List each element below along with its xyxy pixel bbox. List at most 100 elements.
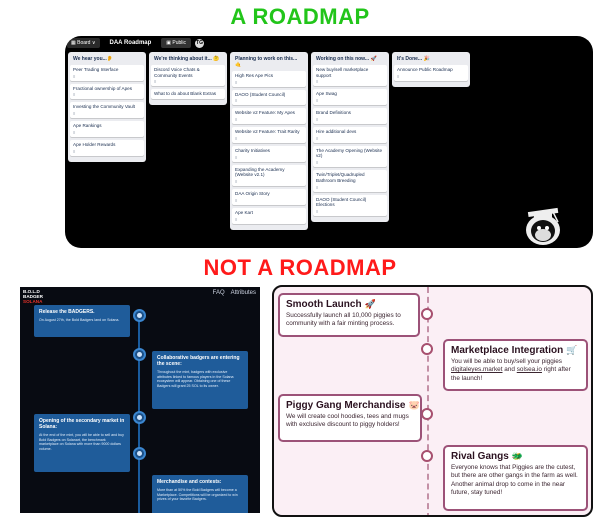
board-view-button[interactable]: ▦ Board ∨ [67,38,100,48]
list-card[interactable]: Ape Holder Rewards≡ [70,139,144,156]
list-card[interactable]: Expanding the Academy (Website v2.1)≡ [232,164,306,187]
roadmap-heading: A ROADMAP [230,4,370,29]
list-card[interactable]: DAA Origin Story≡ [232,189,306,205]
pig-icon: 🐷 [408,400,420,410]
card-text: We will create cool hoodies, tees and mu… [286,413,409,429]
top-nav: FAQ Attributes [213,290,256,296]
milestone-card: Marketplace Integration🛒 You will be abl… [443,339,588,391]
timeline-node [133,447,146,460]
description-icon: ≡ [235,154,238,160]
list-card[interactable]: High Res Ape Pics≡ [232,71,306,87]
list-card[interactable]: Ape Swag≡ [313,89,387,106]
card-label: DAOO (Student Council) Elections [316,196,367,208]
timeline-node [421,408,433,420]
list-card[interactable]: Ape Rankings≡ [70,121,144,137]
list-card[interactable]: DAOO (Student Council)≡ [232,89,306,106]
card-text: Successfully launch all 10,000 piggies t… [286,312,401,328]
description-icon: ≡ [316,184,319,190]
rocket-icon: 🚀 [364,299,376,309]
shopping-cart-icon: 🛒 [566,345,578,355]
list-planning: Planning to work on this... 🤙 High Res A… [230,52,308,230]
list-card[interactable]: DAOO (Student Council) Elections≡ [313,194,387,217]
nav-faq[interactable]: FAQ [212,290,225,296]
card-text: At the end of the mint, you will be able… [39,433,124,452]
card-text: Throughout the mint, badgers with exclus… [157,370,234,389]
link-digitaleyes[interactable]: digitaleyes.market [451,366,503,374]
list-card[interactable]: Twin/Triplet/Quadrupled Bathroom Breedin… [313,170,387,192]
description-icon: ≡ [316,160,319,166]
list-title: We hear you...👂 [73,56,114,62]
timeline-card: Merchandise and contests: More than at 5… [152,475,248,513]
pink-timeline-screenshot: Smooth Launch🚀 Successfully launch all 1… [272,285,593,517]
description-icon: ≡ [235,216,238,222]
description-icon: ≡ [73,111,76,117]
card-label: Website v2 Feature: Trait Rarity [235,129,300,135]
logo: B.O.L.D BADGER SOLANA [23,289,43,305]
card-label: The Academy Opening (Website v2) [316,147,383,159]
timeline-line [427,287,429,515]
description-icon: ≡ [73,92,76,98]
list-card[interactable]: Website v2 Feature: Trait Rarity≡ [232,127,306,143]
list-card[interactable]: Brand Definitions≡ [313,108,387,124]
card-label: Brand Definitions [316,110,351,116]
list-done: It's Done... 🎉 Announce Public Roadmap≡ [392,52,470,87]
card-label: Charity Initiatives [235,147,270,153]
card-title: Rival Gangs [451,451,509,462]
list-card[interactable]: Hire additional devs≡ [313,126,387,143]
card-title: Piggy Gang Merchandise [286,400,406,411]
description-icon: ≡ [73,129,76,135]
card-title: Collaborative badgers are entering the s… [157,355,240,367]
visibility-button[interactable]: ▣ Public [161,38,192,48]
card-text: You will be able to buy/sell your piggie… [451,358,571,382]
card-label: Ape Kart [235,209,253,215]
card-label: What to do about Blank Extras [154,91,217,97]
nav-attributes[interactable]: Attributes [230,290,256,296]
card-label: High Res Ape Pics [235,73,274,78]
trello-header: ▦ Board ∨ DAA Roadmap ▣ Public TG [65,36,593,50]
timeline-node [421,450,433,462]
description-icon: ≡ [73,73,76,79]
link-solsea[interactable]: solsea.io [516,366,542,374]
card-label: Investing the Community Vault [73,104,135,110]
dark-timeline-screenshot: B.O.L.D BADGER SOLANA FAQ Attributes Rel… [20,287,260,513]
milestone-card: Smooth Launch🚀 Successfully launch all 1… [278,293,420,337]
list-card[interactable]: Charity Initiatives≡ [232,145,306,162]
card-title: Release the BADGERS. [39,309,95,315]
list-card[interactable]: The Academy Opening (Website v2)≡ [313,145,387,168]
list-thinking-about-it: We're thinking about it... 🤔 Discord Voi… [149,52,227,106]
list-card[interactable]: Announce Public Roadmap≡ [394,65,468,81]
avatar[interactable]: TG [195,38,205,48]
timeline-node [421,308,433,320]
description-icon: ≡ [316,209,319,215]
card-label: Fractional ownership of Apes [73,85,132,91]
description-icon: ≡ [73,148,76,154]
card-text: On August 27th, the Bold Badgers land on… [39,318,120,322]
card-label: New buy/sell marketplace support [316,67,369,78]
list-card[interactable]: Peer Trading Interface≡ [70,65,144,81]
description-icon: ≡ [235,79,238,85]
timeline-node [133,309,146,322]
card-label: Ape Holder Rewards [73,141,116,147]
card-label: Expanding the Academy (Website v2.1) [235,166,285,178]
list-card[interactable]: What to do about Blank Extras [151,89,225,100]
list-card[interactable]: New buy/sell marketplace support≡ [313,65,387,87]
list-card[interactable]: Investing the Community Vault≡ [70,102,144,119]
card-text: More than at 50% the Bold Badgers will b… [157,488,238,502]
card-title: Opening of the secondary market in Solan… [39,418,125,430]
description-icon: ≡ [316,135,319,141]
description-icon: ≡ [397,73,400,79]
description-icon: ≡ [316,116,319,122]
description-icon: ≡ [235,179,238,185]
list-card[interactable]: Discord Voice Chats & Community Events≡ [151,65,225,87]
list-title: It's Done... 🎉 [397,56,430,62]
list-card[interactable]: Website v2 Feature: My Apes≡ [232,108,306,125]
board-title[interactable]: DAA Roadmap [109,40,152,46]
card-label: Announce Public Roadmap [397,67,453,72]
dragon-icon: 🐲 [511,451,524,461]
list-card[interactable]: Fractional ownership of Apes≡ [70,83,144,100]
card-title: Smooth Launch [286,299,362,310]
card-label: Discord Voice Chats & Community Events [154,67,200,78]
timeline-node [133,348,146,361]
list-card[interactable]: Ape Kart≡ [232,207,306,224]
not-roadmap-heading: NOT A ROADMAP [203,255,397,280]
